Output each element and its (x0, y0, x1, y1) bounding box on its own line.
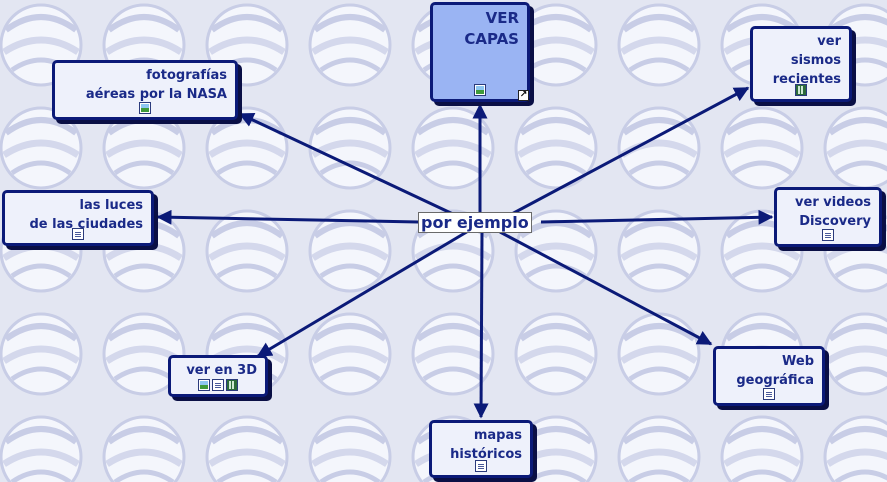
node-sismos-recientes[interactable]: ver sismos recientes (750, 26, 852, 102)
document-icon[interactable] (212, 379, 224, 391)
image-icon[interactable] (198, 379, 210, 391)
video-icon[interactable] (795, 84, 807, 96)
node-mapas-historicos[interactable]: mapas históricos (429, 420, 533, 478)
node-label: Web geográfica (736, 354, 814, 388)
central-linking-phrase[interactable]: por ejemplo (418, 212, 532, 233)
resource-icons (432, 460, 530, 472)
node-ver-3d[interactable]: ver en 3D (168, 355, 268, 397)
node-label: mapas históricos (450, 428, 522, 462)
resource-icons (5, 228, 151, 240)
node-label: ver videos Discovery (795, 195, 871, 229)
node-label: fotografías aéreas por la NASA (85, 68, 227, 102)
connector-ver-3d (256, 228, 471, 358)
node-label: las luces de las ciudades (29, 198, 144, 232)
resource-icons (433, 84, 527, 96)
connector-web-geografica (499, 230, 713, 346)
document-icon[interactable] (822, 229, 834, 241)
node-luces-ciudades[interactable]: las luces de las ciudades (2, 190, 154, 246)
document-icon[interactable] (72, 228, 84, 240)
resource-icons (55, 102, 235, 114)
node-fotografias-nasa[interactable]: fotografías aéreas por la NASA (52, 60, 238, 120)
image-icon[interactable] (474, 84, 486, 96)
external-link-icon[interactable]: ↗ (518, 90, 529, 101)
connector-sismos-recientes (507, 86, 750, 218)
document-icon[interactable] (763, 388, 775, 400)
connector-fotografias-nasa (238, 112, 471, 224)
node-web-geografica[interactable]: Web geográfica (713, 346, 825, 406)
connector-videos-discovery (540, 209, 774, 225)
node-videos-discovery[interactable]: ver videos Discovery (774, 187, 882, 247)
node-ver-capas[interactable]: VER CAPAS ↗ (430, 2, 530, 102)
resource-icons (777, 229, 879, 241)
document-icon[interactable] (475, 460, 487, 472)
connector-luces-ciudades (156, 209, 419, 225)
image-icon[interactable] (139, 102, 151, 114)
node-label: VER CAPAS (464, 9, 519, 48)
node-label: ver sismos recientes (772, 34, 841, 87)
connector-mapas-historicos (473, 231, 489, 419)
resource-icons (171, 379, 265, 391)
resource-icons (716, 388, 822, 400)
node-label: ver en 3D (186, 363, 257, 378)
video-icon[interactable] (226, 379, 238, 391)
resource-icons (753, 84, 849, 96)
